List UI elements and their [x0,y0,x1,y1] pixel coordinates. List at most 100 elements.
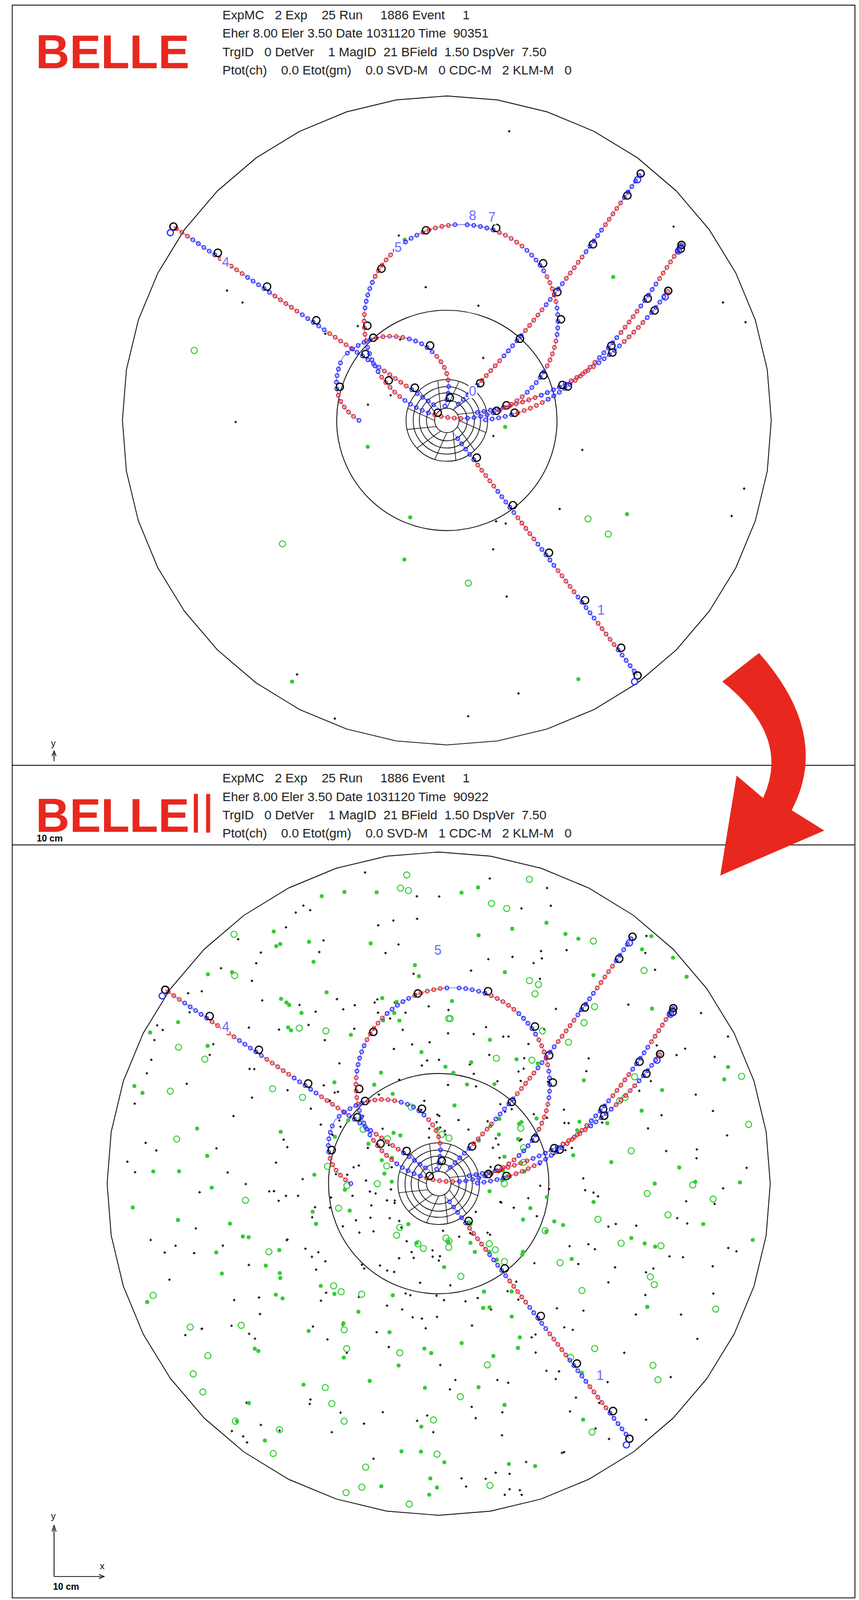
track-hit [563,1353,568,1357]
hit [317,1250,320,1253]
hit [339,1411,342,1414]
track-hit [457,1155,462,1160]
track-number: 8 [468,209,477,223]
track-hit [356,343,360,347]
calorimeter-hit [266,1248,273,1255]
hit [250,979,253,982]
track-hit [275,1064,280,1069]
hit [446,1083,450,1086]
vertex-ladder [450,1183,478,1196]
calorimeter-hit [252,1346,256,1350]
hit [530,1335,533,1339]
calorimeter-hit [488,900,495,907]
track-hit [557,390,562,394]
hit [665,1149,668,1152]
track-hit [559,574,564,578]
hit [524,1460,527,1463]
cluster [335,383,344,391]
cluster [328,1146,336,1154]
track-hit [295,309,299,313]
track-hit [471,223,476,227]
track-hit [566,1138,571,1143]
track-hit [483,1247,488,1251]
track-hit [422,1113,426,1117]
calorimeter-hit [453,1103,456,1107]
hit [730,514,733,517]
track-hit [610,964,614,968]
calorimeter-hit [228,1221,232,1225]
hit [562,1450,566,1454]
track-hit [545,390,550,394]
vertex-ladder [434,432,447,460]
track-hit [554,299,558,304]
track-hit [513,1171,518,1176]
hit [386,1304,389,1307]
track-hit [357,1056,361,1060]
track-hit [351,414,356,418]
hit [500,1201,503,1204]
hit [338,1061,341,1065]
calorimeter-hit [545,920,549,924]
calorimeter-hit [644,1190,651,1197]
hit [255,961,258,965]
calorimeter-hit [358,1483,365,1491]
track-hit [526,397,531,402]
track-hit [575,1013,580,1017]
track-hit [520,521,524,525]
track-hit [568,271,572,275]
hit [655,1044,658,1047]
track-hit [578,1131,582,1135]
track-hit [438,359,443,364]
hit [317,950,321,953]
track-hit [362,1043,366,1048]
track-hit [487,1252,492,1256]
calorimeter-hit [445,1238,452,1245]
calorimeter-hit [232,1417,239,1425]
track-hit [419,341,423,346]
track-hit [548,297,553,301]
track-hit [489,1122,493,1126]
track [342,335,449,406]
hit [669,1375,672,1379]
calorimeter-hit [341,1321,345,1325]
calorimeter-hit [533,1464,537,1468]
track-hit [446,223,451,227]
track-hit [563,382,567,386]
track-hit [507,1162,511,1166]
track-hit [519,1160,523,1165]
track-hit [342,1110,347,1114]
track-hit [196,241,201,246]
vertex-ladder [408,1193,433,1211]
track-hit [657,300,662,304]
track-hit [373,274,377,278]
calorimeter-hit [428,1476,432,1480]
hit [713,1055,716,1058]
track-hit [527,323,531,327]
track-hit [512,1163,517,1167]
track-hit [346,409,351,414]
track-hit [420,395,425,399]
calorimeter-hit [338,1288,345,1295]
calorimeter-hit [487,1305,491,1309]
track-hit [599,980,603,985]
track-hit [614,1102,618,1107]
track-hit [525,390,529,394]
event-panel [122,96,771,745]
calorimeter-hit [420,1245,427,1252]
calorimeter-hit [306,1329,310,1332]
hit [376,998,379,1001]
track-hit [355,350,359,354]
calorimeter-hit [473,1250,477,1253]
track-hit [619,1098,623,1102]
calorimeter-hit [286,1025,290,1029]
track-hit [512,1158,516,1162]
hit [322,1084,325,1087]
track-hit [560,281,564,286]
track-hit [229,264,233,268]
track-hit [559,1145,564,1149]
hit [358,1231,361,1234]
hit [397,1078,401,1081]
hit [342,1007,345,1011]
vertex-ladder [429,1143,433,1173]
track-hit [627,334,631,339]
